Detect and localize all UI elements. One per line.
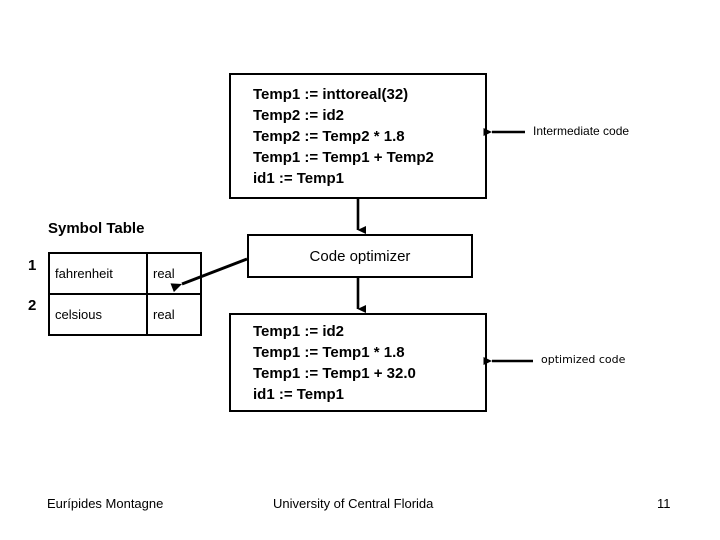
footer-page-number: 11 bbox=[657, 496, 671, 511]
symbol-table: fahrenheit real celsious real bbox=[48, 252, 202, 336]
table-row: fahrenheit real bbox=[48, 252, 202, 295]
symbol-name-cell: celsious bbox=[48, 293, 148, 336]
intermediate-code-annotation: Intermediate code bbox=[533, 124, 630, 138]
code-line: Temp1 := inttoreal(32) bbox=[253, 85, 409, 103]
code-optimizer-label: Code optimizer bbox=[309, 247, 411, 265]
code-optimizer-box: Code optimizer bbox=[247, 234, 473, 278]
table-row: celsious real bbox=[48, 293, 202, 336]
code-line: Temp1 := Temp1 + Temp2 bbox=[253, 148, 434, 166]
footer-university: University of Central Florida bbox=[273, 496, 434, 511]
symbol-table-row-number: 1 bbox=[28, 257, 37, 274]
optimized-code-annotation: optimized code bbox=[541, 353, 626, 366]
optimized-code-box: Temp1 := id2 Temp1 := Temp1 * 1.8 Temp1 … bbox=[229, 313, 487, 412]
symbol-table-row-number: 2 bbox=[28, 297, 37, 314]
intermediate-code-box: Temp1 := inttoreal(32) Temp2 := id2 Temp… bbox=[229, 73, 487, 199]
symbol-type-cell: real bbox=[146, 293, 202, 336]
symbol-type-cell: real bbox=[146, 252, 202, 295]
code-line: id1 := Temp1 bbox=[253, 385, 344, 403]
code-line: Temp2 := Temp2 * 1.8 bbox=[253, 127, 405, 145]
code-line: Temp1 := id2 bbox=[253, 322, 344, 340]
code-line: Temp1 := Temp1 + 32.0 bbox=[253, 364, 416, 382]
code-line: Temp2 := id2 bbox=[253, 106, 344, 124]
footer-author: Eurípides Montagne bbox=[47, 496, 164, 511]
code-line: id1 := Temp1 bbox=[253, 169, 344, 187]
code-line: Temp1 := Temp1 * 1.8 bbox=[253, 343, 405, 361]
symbol-table-title: Symbol Table bbox=[48, 220, 145, 237]
symbol-name-cell: fahrenheit bbox=[48, 252, 148, 295]
